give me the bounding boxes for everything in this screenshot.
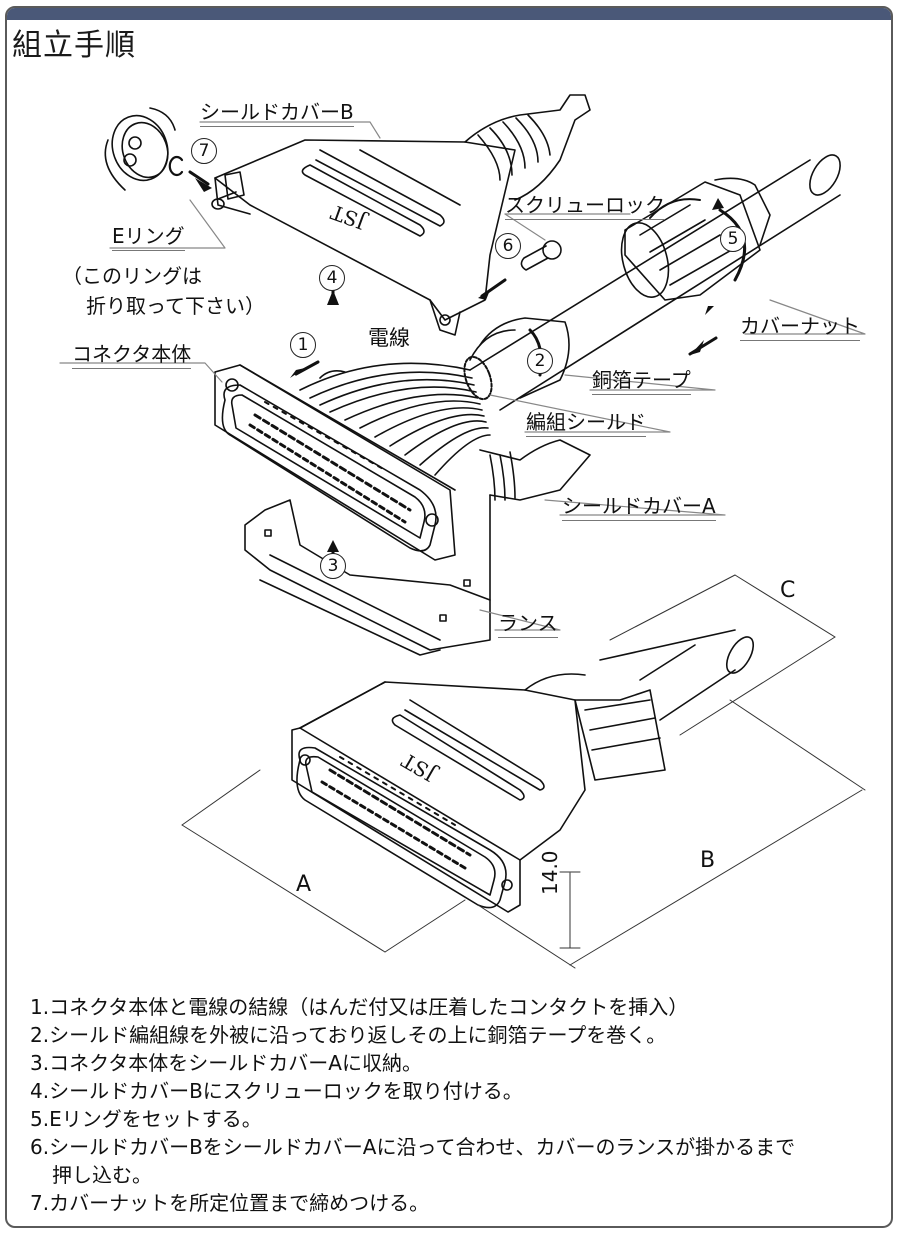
- header-bar: [7, 8, 891, 20]
- step-marker-1: 1: [290, 332, 316, 358]
- step-marker-7: 7: [191, 138, 217, 164]
- label-e-ring-note-line2: 折り取って下さい）: [86, 294, 265, 318]
- label-shield-cover-b: シールドカバーB: [200, 96, 354, 127]
- step-marker-5: 5: [720, 226, 746, 252]
- dimension-c-label: C: [780, 578, 796, 603]
- step-item-1: 1.コネクタ本体と電線の結線（はんだ付又は圧着したコンタクトを挿入）: [30, 995, 689, 1019]
- jst-logo-top: JST: [327, 200, 371, 235]
- page-title: 組立手順: [12, 28, 136, 63]
- shield-cover-a-illustration: [244, 439, 591, 656]
- step-marker-2: 2: [527, 348, 553, 374]
- step-marker-4: 4: [319, 265, 345, 291]
- dimension-b-label: B: [700, 848, 716, 873]
- assembly-steps-list: 1.コネクタ本体と電線の結線（はんだ付又は圧着したコンタクトを挿入） 2.シール…: [30, 993, 795, 1217]
- step-item-3: 3.コネクタ本体をシールドカバーAに収納。: [30, 1051, 422, 1075]
- label-e-ring-note-line1: （このリングは: [62, 264, 202, 288]
- label-e-ring: Eリング: [112, 220, 185, 251]
- label-wire: 電線: [368, 326, 410, 350]
- assembled-connector-illustration: JST: [291, 629, 755, 913]
- step-item-4: 4.シールドカバーBにスクリューロックを取り付ける。: [30, 1079, 523, 1103]
- dimension-a-label: A: [296, 872, 312, 897]
- jst-logo-bottom: JST: [397, 748, 442, 788]
- step-item-6: 6.シールドカバーBをシールドカバーAに沿って合わせ、カバーのランスが掛かるまで: [30, 1135, 796, 1159]
- step-marker-6: 6: [495, 233, 521, 259]
- label-shield-cover-a: シールドカバーA: [562, 490, 716, 521]
- assembly-illustration: JST: [59, 94, 866, 969]
- label-braided-shield: 編組シールド: [526, 406, 646, 437]
- connector-body-illustration: [214, 362, 491, 561]
- label-screw-lock: スクリューロック: [505, 189, 665, 220]
- step-item-7: 7.カバーナットを所定位置まで締めつける。: [30, 1191, 430, 1215]
- screw-lock-illustration: [520, 240, 562, 271]
- step-item-2: 2.シールド編組線を外被に沿っており返しその上に銅箔テープを巻く。: [30, 1023, 667, 1047]
- step-item-6-continued: 押し込む。: [52, 1163, 152, 1187]
- dimension-lines: [181, 574, 866, 969]
- label-connector-body: コネクタ本体: [72, 338, 192, 369]
- label-cover-nut: カバーナット: [740, 310, 860, 341]
- label-copper-tape: 銅箔テープ: [592, 364, 691, 395]
- label-lance: ランス: [498, 607, 558, 638]
- step-marker-3: 3: [320, 553, 346, 579]
- e-ring-part-illustration: [104, 107, 184, 191]
- step-item-5: 5.Eリングをセットする。: [30, 1107, 262, 1131]
- dimension-height-label: 14.0: [538, 850, 562, 895]
- leader-lines: [59, 121, 866, 631]
- shield-cover-b-illustration: JST: [211, 94, 591, 336]
